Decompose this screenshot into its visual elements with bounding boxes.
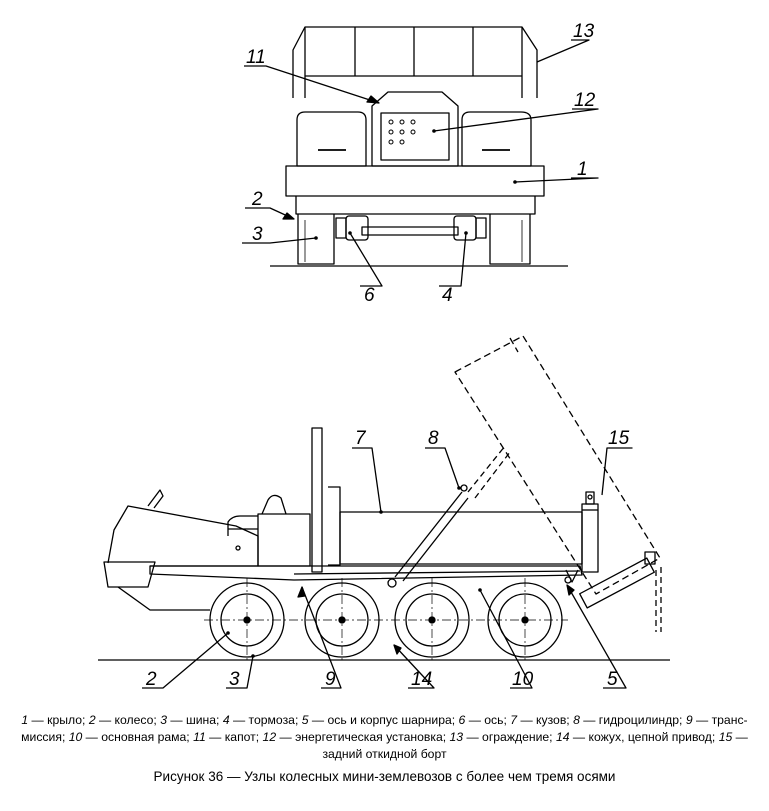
callout-2-front: 2 [251,189,263,210]
front-brake-left-housing [345,215,369,241]
legend-item-6: 6 — ось; [458,713,511,727]
front-guard [292,26,538,98]
legend-item-1: 1 — крыло; [21,713,89,727]
legend-item-15: 15 — задний откидной борт [322,730,748,761]
seat-handrail [261,494,287,515]
tailgate-upright [581,503,599,573]
tailgate-hinge-bracket [644,551,656,565]
callout-9: 9 [325,669,336,690]
front-arrow-2 [282,212,295,220]
main-frame [149,565,583,581]
side-arrow-5 [566,584,575,596]
callout-13: 13 [573,21,595,42]
front-axle [361,226,459,236]
engine-hood [107,505,259,567]
legend-item-11: 11 — капот; [193,730,263,744]
front-power-unit [380,112,450,161]
front-bumper [103,561,156,588]
callout-11: 11 [246,47,266,68]
front-leaders [242,39,599,287]
front-right-wheel [489,214,531,265]
callout-7: 7 [355,428,367,449]
legend-item-8: 8 — гидроцилиндр; [573,713,686,727]
front-right-seat [461,111,532,167]
callout-12: 12 [574,90,596,111]
front-fender [285,165,545,197]
operator-seat-back [328,486,341,566]
callout-8: 8 [428,428,439,449]
callout-5: 5 [607,669,618,690]
callout-3-side: 3 [229,669,240,690]
side-arrow-9 [297,586,306,598]
callout-3-front: 3 [252,224,263,245]
legend-item-2: 2 — колесо; [88,713,161,727]
legend-item-10: 10 — основная рама; [68,730,194,744]
callout-10: 10 [512,669,534,690]
guard-post [311,427,323,573]
callout-4: 4 [442,285,453,306]
legend-item-3: 3 — шина; [160,713,223,727]
front-leader-dots [314,129,517,240]
tailgate-dropped [579,557,655,609]
side-view: 7 8 15 2 3 9 14 10 5 [98,335,670,690]
side-leader-dots [226,486,482,658]
callout-1: 1 [577,159,588,180]
side-leaders [142,447,633,689]
dump-body [339,511,583,565]
seat-backrest [257,513,311,567]
callout-2-side: 2 [145,669,157,690]
legend-item-14: 14 — кожух, цепной привод; [555,730,719,744]
wheel-centerlines [204,578,568,662]
front-brake-left [335,217,347,239]
legend-item-13: 13 — ограждение; [449,730,556,744]
lower-front-chassis [117,586,210,611]
steering-lever [147,489,164,509]
callout-15: 15 [608,428,630,449]
hitch-joint [565,569,579,583]
front-left-seat [296,111,367,167]
technical-drawing: 13 11 12 1 2 3 6 4 [98,21,670,690]
front-view: 13 11 12 1 2 3 6 4 [242,21,599,306]
legend-item-4: 4 — тормоза; [222,713,302,727]
callout-6: 6 [364,285,375,306]
front-brake-right [453,215,477,241]
legend-item-7: 7 — кузов; [510,713,574,727]
hood-rails [227,515,258,536]
front-frame [295,196,536,215]
power-unit-holes [388,119,416,145]
legend-item-12: 12 — энергетическая установка; [262,730,450,744]
front-brake-right-hub [475,217,487,239]
figure-caption: Рисунок 36 — Узлы колесных мини-землевоз… [153,769,616,784]
legend-item-9: 9 — транс-миссия; [21,713,748,744]
callout-14: 14 [411,669,432,690]
side-arrow-14 [393,644,402,655]
figure-legend: 1 — крыло; 2 — колесо; 3 — шина; 4 — тор… [10,712,759,763]
tailgate-top-latch [585,491,595,505]
legend-item-5: 5 — ось и корпус шарнира; [301,713,459,727]
raised-body-dashed [454,335,661,595]
front-arrow-11 [366,95,380,104]
front-left-wheel [297,214,335,265]
